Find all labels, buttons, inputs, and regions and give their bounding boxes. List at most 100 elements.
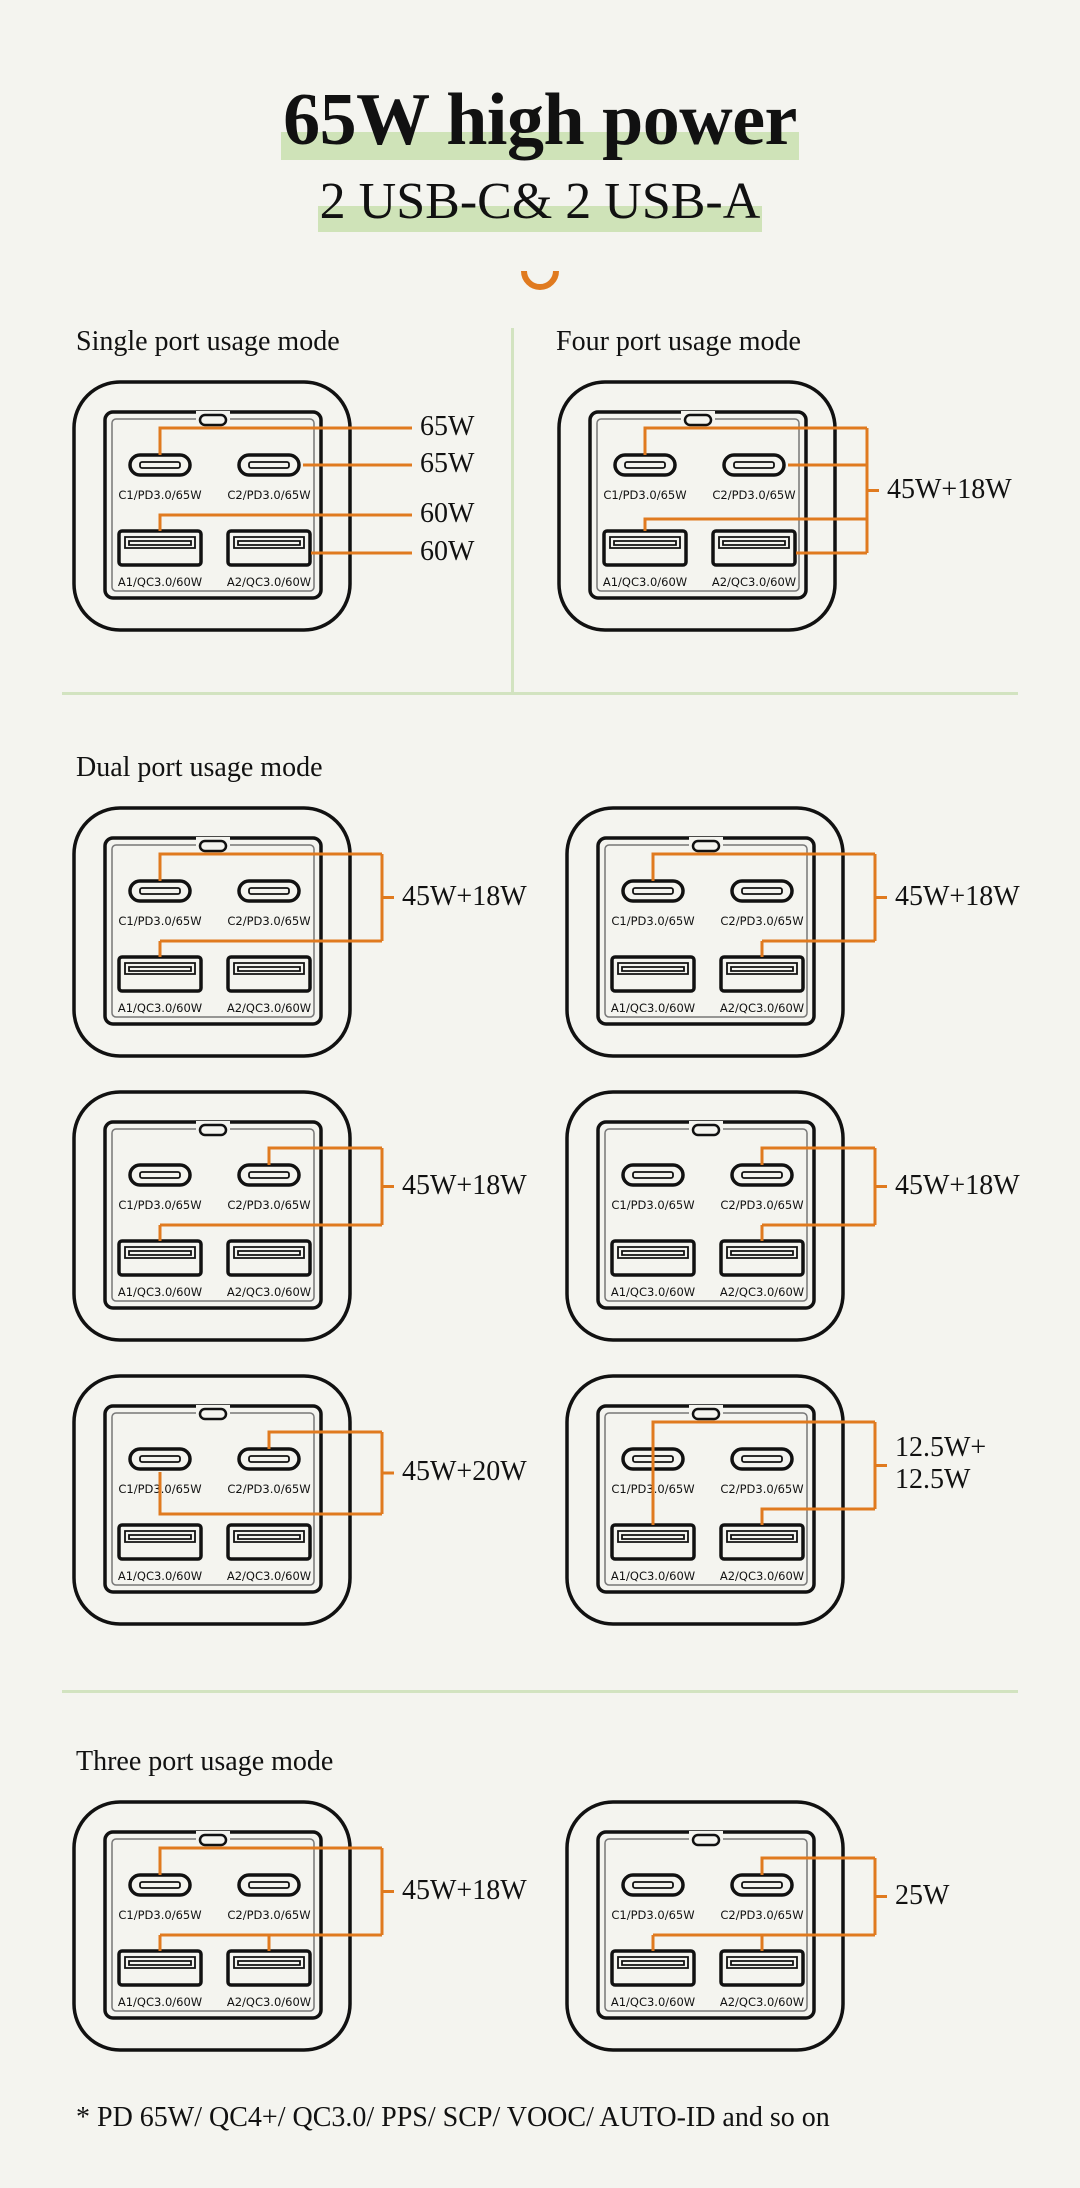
led-indicator-icon: [691, 1833, 721, 1847]
output-power-label: 45W+18W: [887, 473, 1012, 505]
usb-a-tongue: [617, 1246, 689, 1259]
led-indicator-icon: [691, 839, 721, 853]
port-label-c2: C2/PD3.0/65W: [227, 488, 310, 502]
port-label-c2: C2/PD3.0/65W: [227, 914, 310, 928]
port-label-a1: A1/QC3.0/60W: [118, 1995, 202, 2009]
port-label-a1: A1/QC3.0/60W: [611, 1995, 695, 2009]
led-indicator-icon: [198, 413, 228, 427]
port-label-a2: A2/QC3.0/60W: [720, 1995, 804, 2009]
output-power-label: 60W: [420, 536, 475, 567]
usb-a-tongue: [609, 536, 681, 549]
usb-a-tongue: [233, 1956, 305, 1969]
usb-c-port-icon: [730, 879, 794, 903]
usb-a-tongue: [726, 1530, 798, 1543]
usb-c-tongue: [632, 887, 674, 895]
power-line-c2: [760, 1146, 875, 1165]
usb-c-port-icon: [621, 1163, 685, 1187]
port-label-c2: C2/PD3.0/65W: [720, 1908, 803, 1922]
port-label-a1: A1/QC3.0/60W: [611, 1285, 695, 1299]
usb-c-tongue: [248, 1881, 290, 1889]
port-label-a1: A1/QC3.0/60W: [118, 575, 202, 589]
charger-body-outline: [72, 1374, 352, 1626]
port-label-c2: C2/PD3.0/65W: [720, 1198, 803, 1212]
port-label-c2: C2/PD3.0/65W: [712, 488, 795, 502]
usb-c-port-icon: [128, 1873, 192, 1897]
usb-a-tongue: [617, 1530, 689, 1543]
usb-a-tongue: [726, 1246, 798, 1259]
usb-c-tongue: [741, 1881, 783, 1889]
port-label-c2: C2/PD3.0/65W: [227, 1482, 310, 1496]
power-line-c1: [643, 426, 867, 455]
output-power-label: 25W: [895, 1879, 950, 1911]
port-label-c2: C2/PD3.0/65W: [720, 1482, 803, 1496]
vertical-divider: [511, 328, 514, 694]
power-line-c1: [651, 852, 875, 881]
led-indicator-icon: [198, 1833, 228, 1847]
output-power-label: 45W+18W: [402, 1874, 527, 1906]
usb-a-tongue: [617, 1956, 689, 1969]
led-indicator-icon: [198, 1407, 228, 1421]
port-label-a2: A2/QC3.0/60W: [227, 1569, 311, 1583]
output-power-label: 45W+18W: [895, 1169, 1020, 1201]
port-label-a2: A2/QC3.0/60W: [227, 1285, 311, 1299]
usb-c-tongue: [248, 887, 290, 895]
port-label-a2: A2/QC3.0/60W: [720, 1001, 804, 1015]
port-label-a2: A2/QC3.0/60W: [227, 575, 311, 589]
power-line-c1: [158, 852, 382, 881]
usb-c-port-icon: [237, 1447, 301, 1471]
usb-a-tongue: [233, 1530, 305, 1543]
usb-c-tongue: [733, 461, 775, 469]
port-label-c2: C2/PD3.0/65W: [227, 1908, 310, 1922]
power-line-c2: [267, 1146, 382, 1165]
usb-a-tongue: [124, 1246, 196, 1259]
section-label-dual: Dual port usage mode: [76, 752, 323, 783]
horizontal-divider-2: [62, 1690, 1018, 1693]
usb-c-port-icon: [237, 879, 301, 903]
charger-body-outline: [565, 1800, 845, 2052]
port-label-a1: A1/QC3.0/60W: [118, 1285, 202, 1299]
port-panel-outline: [103, 1120, 323, 1310]
section-label-four: Four port usage mode: [556, 326, 801, 357]
usb-c-port-icon: [128, 453, 192, 477]
port-label-c1: C1/PD3.0/65W: [611, 914, 694, 928]
charger-body-outline: [72, 806, 352, 1058]
port-panel-outline: [588, 410, 808, 600]
usb-a-tongue: [233, 536, 305, 549]
charger-body-outline: [72, 1800, 352, 2052]
usb-c-tongue: [139, 1881, 181, 1889]
port-label-c1: C1/PD3.0/65W: [118, 914, 201, 928]
port-panel-outline: [103, 1404, 323, 1594]
usb-c-tongue: [248, 1455, 290, 1463]
port-panel-outline: [103, 836, 323, 1026]
title-text: 65W high power: [283, 79, 797, 161]
power-line-c2: [267, 1430, 382, 1449]
power-line-a1: [643, 517, 867, 531]
led-indicator-icon: [198, 1123, 228, 1137]
usb-c-tongue: [248, 1171, 290, 1179]
port-label-c1: C1/PD3.0/65W: [118, 1908, 201, 1922]
port-label-c1: C1/PD3.0/65W: [611, 1198, 694, 1212]
usb-c-port-icon: [237, 453, 301, 477]
charger-body-outline: [565, 1090, 845, 1342]
output-power-label: 45W+18W: [895, 880, 1020, 912]
port-label-a2: A2/QC3.0/60W: [720, 1569, 804, 1583]
page-subtitle: 2 USB-C& 2 USB-A: [0, 172, 1080, 232]
usb-a-tongue: [124, 1956, 196, 1969]
power-line-a1: [651, 1420, 875, 1525]
port-label-a1: A1/QC3.0/60W: [118, 1569, 202, 1583]
title-highlight: 65W high power: [281, 78, 799, 162]
port-label-a1: A1/QC3.0/60W: [118, 1001, 202, 1015]
